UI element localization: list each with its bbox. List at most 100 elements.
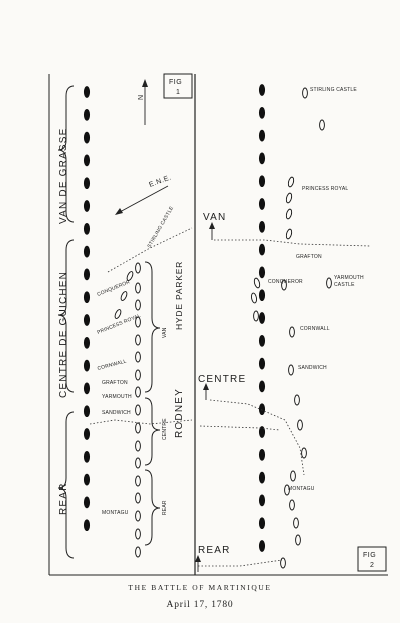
fig2-grafton: GRAFTON <box>296 254 322 260</box>
british-ship-icon <box>287 176 295 188</box>
wind-label: E.N.E. <box>148 174 172 189</box>
british-ship-icon <box>253 310 259 322</box>
french-ship-icon <box>83 245 91 258</box>
british-ship-icon <box>280 557 286 569</box>
british-ship-icon <box>114 309 122 319</box>
hyde-parker-label: HYDE PARKER <box>174 261 184 330</box>
french-ship-icon <box>258 494 266 507</box>
french-ship-icon <box>258 403 266 416</box>
british-ship-icon <box>289 499 295 511</box>
fig1-conqueror: CONQUEROR <box>97 279 132 298</box>
french-ship-icon <box>258 106 266 119</box>
british-ship-icon <box>135 475 141 487</box>
van-bracket <box>57 85 75 223</box>
french-ship-icon <box>83 496 91 509</box>
british-rear-word: REAR <box>162 500 168 515</box>
fig1-montagu: MONTAGU <box>102 510 129 516</box>
british-ship-icon <box>281 279 287 291</box>
fig1-box: FIG 1 <box>163 73 193 99</box>
british-ship-icon <box>135 510 141 522</box>
fig1-grafton: GRAFTON <box>102 380 128 386</box>
british-ship-icon <box>294 394 300 406</box>
fig1-yarmouth: YARMOUTH <box>102 394 132 400</box>
british-ship-icon <box>135 316 141 328</box>
french-line <box>83 86 91 532</box>
french-ship-icon <box>83 314 91 326</box>
french-ship-icon <box>83 108 91 121</box>
french-ship-icon <box>83 336 91 349</box>
british-ship-icon <box>135 299 141 311</box>
fig2-yarmouth-line1: YARMOUTH <box>334 275 364 281</box>
fig2-box: FIG 2 <box>357 546 387 572</box>
fig2-dotted-centre <box>209 399 305 476</box>
french-line-fig2 <box>258 84 266 552</box>
french-ship-icon <box>83 177 91 190</box>
british-ship-icon <box>135 546 141 558</box>
british-ship-icon <box>285 228 293 240</box>
british-ship-icon <box>253 277 261 289</box>
van-marker-label: VAN <box>203 212 226 223</box>
french-ship-icon <box>258 357 266 370</box>
british-ship-icon <box>326 277 332 289</box>
fig1-sandwich: SANDWICH <box>102 410 131 416</box>
van-de-grasse-label: VAN DE GRASSE <box>58 127 69 224</box>
fig2-montagu: MONTAGU <box>288 486 315 492</box>
british-ship-icon <box>301 447 307 459</box>
rodney-bracket <box>144 397 161 466</box>
french-ship-icon <box>258 198 266 210</box>
fig2-yarmouth-line2: CASTLE <box>334 282 355 288</box>
british-ship-icon <box>135 262 141 274</box>
british-ship-icon <box>290 470 296 482</box>
british-ship-icon <box>284 484 290 496</box>
rodney-centre-word: CENTRE <box>162 418 168 440</box>
caption-title: THE BATTLE OF MARTINIQUE <box>128 583 272 592</box>
british-line-fig1 <box>114 262 141 558</box>
french-ship-icon <box>258 380 266 393</box>
british-ship-icon <box>135 528 141 540</box>
french-ship-icon <box>258 312 266 324</box>
french-ship-icon <box>83 86 91 98</box>
french-ship-icon <box>258 426 266 438</box>
french-ship-icon <box>83 519 91 532</box>
centre-bracket <box>57 239 75 393</box>
caption-date: April 17, 1780 <box>166 600 234 610</box>
british-line-fig2 <box>251 87 332 569</box>
french-ship-icon <box>258 129 266 142</box>
french-ship-icon <box>258 517 266 530</box>
rear-marker-label: REAR <box>198 545 231 556</box>
british-ship-icon <box>319 119 325 131</box>
british-ship-icon <box>297 419 303 431</box>
british-ship-icon <box>289 326 295 338</box>
british-ship-icon <box>135 386 141 398</box>
french-ship-icon <box>258 175 266 188</box>
fig2-sandwich: SANDWICH <box>298 365 327 371</box>
french-ship-icon <box>83 291 91 304</box>
french-ship-icon <box>83 200 91 212</box>
british-ship-icon <box>135 334 141 346</box>
french-ship-icon <box>83 359 91 372</box>
french-ship-icon <box>83 405 91 418</box>
british-ship-icon <box>135 440 141 452</box>
fig2-dotted-rear <box>198 559 283 567</box>
french-ship-icon <box>83 222 91 235</box>
rear-marker: REAR <box>195 545 231 572</box>
fig2-stirling-castle: STIRLING CASTLE <box>310 87 357 93</box>
fig1-number: 1 <box>176 89 180 96</box>
british-ship-icon <box>295 534 301 546</box>
van-marker: VAN <box>203 212 226 240</box>
british-ship-icon <box>135 422 141 434</box>
british-ship-icon <box>285 192 293 204</box>
french-ship-icon <box>83 450 91 463</box>
french-ship-icon <box>258 540 266 552</box>
british-ship-icon <box>126 271 134 281</box>
french-ship-icon <box>258 289 266 302</box>
french-ship-icon <box>258 243 266 256</box>
french-ship-icon <box>83 131 91 144</box>
centre-marker: CENTRE <box>198 374 245 400</box>
french-ship-icon <box>83 268 91 281</box>
british-ship-icon <box>135 282 141 294</box>
fig2-dotted-van <box>214 239 371 247</box>
fig1-cornwall: CORNWALL <box>97 358 127 372</box>
british-ship-icon <box>135 457 141 469</box>
